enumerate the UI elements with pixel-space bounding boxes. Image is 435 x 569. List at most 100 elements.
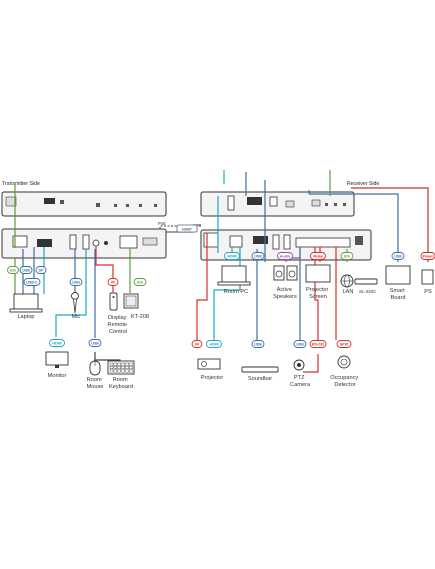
mic-label: Mic — [72, 314, 81, 320]
rx-hdmi-front-cable — [217, 170, 225, 253]
sl240c-icon — [354, 278, 378, 285]
tx-ir-tag: IR — [107, 278, 119, 286]
keyboard-key — [125, 362, 129, 366]
monitor-label: Monitor — [48, 373, 67, 379]
keyboard-key — [121, 369, 125, 373]
transmitter-side-heading: Transmitter Side — [2, 181, 40, 187]
soundbar-label: Soundbar — [248, 376, 272, 382]
rx-rs232-camera-cable — [303, 354, 319, 373]
tx-hdmi-monitor-cable — [55, 249, 87, 337]
rx-gpio-tag-pill — [336, 340, 352, 348]
rx-usb2-tag-label: USB — [394, 254, 402, 258]
keyboard-key — [129, 369, 133, 373]
rx-power-tag: Power — [420, 252, 435, 260]
poe-label: PoE — [158, 221, 166, 226]
keyboard-key — [113, 369, 118, 373]
display-remote-line-1: Display — [108, 315, 127, 321]
rx-usb2-tag: USB — [391, 252, 405, 260]
occupancy-line-1: Occupancy — [330, 375, 358, 381]
smart-board-line-2: Board — [391, 295, 406, 301]
keyboard-key — [109, 369, 114, 373]
rx-ir-tag-pill — [191, 340, 203, 348]
room-keyboard-line-1: Room — [113, 377, 128, 383]
keyboard-key — [121, 366, 125, 369]
rx-audio-tag-label: Audio — [280, 254, 291, 258]
keyboard-icon — [107, 360, 135, 375]
rx-audio-tag-pill — [277, 252, 293, 260]
rx-usb-tag-label: USB — [254, 254, 262, 258]
smart-board-line-1: Smart — [390, 288, 405, 294]
occupancy-line-2: Detector — [334, 382, 355, 388]
ptz-camera-label: PTZ Camera — [290, 375, 311, 388]
display-remote-label: Display Remote Control — [107, 315, 128, 335]
room-pc-icon — [217, 265, 251, 286]
projector-screen-label: Projector Screen — [306, 287, 330, 300]
display-remote-line-3: Control — [109, 329, 127, 335]
hdbt-label: HDBT — [182, 227, 193, 231]
tx-mic-usb-tag-label: USB — [72, 280, 80, 284]
projector-screen-line-1: Projector — [306, 287, 329, 293]
tx-eth2-tag-label: Eth — [137, 280, 143, 284]
occupancy-detector-icon — [337, 355, 351, 369]
rx-eth-tag: Eth — [340, 252, 354, 260]
rx-ir-tag: IR — [191, 340, 203, 348]
projector-label: Projector — [201, 375, 224, 381]
rx-hdmi2-cable — [213, 247, 241, 345]
rx-audio-tag: Audio — [277, 252, 293, 260]
rx-usb4-tag: USB — [293, 340, 307, 348]
display-remote-line-2: Remote — [107, 322, 127, 328]
ptz-camera-line-1: PTZ — [294, 375, 305, 381]
projector-icon — [197, 358, 221, 370]
speakers-icon — [273, 265, 298, 281]
rx-usb2-cable — [308, 190, 399, 262]
mouse-icon — [89, 360, 101, 376]
rx-hdmi-tag-pill — [224, 252, 240, 260]
active-speakers-line-2: Speakers — [273, 294, 297, 300]
tx-usbc-tag-label: USB-C — [26, 280, 38, 284]
rx-usb4-tag-pill — [293, 340, 307, 348]
tx-eth-tag-label: Eth — [10, 268, 16, 272]
lan-label: LAN — [343, 289, 354, 295]
tx-hdmi-tag-pill — [49, 339, 65, 347]
room-mouse-line-1: Room — [87, 377, 102, 383]
tx-dp-tag-label: DP — [39, 268, 45, 272]
keyboard-key — [117, 369, 122, 373]
tx-eth2-tag-pill — [133, 278, 147, 286]
kt208-label: KT-208 — [131, 314, 149, 320]
tx-usb2-tag: USB — [88, 339, 102, 347]
keyboard-key — [109, 366, 114, 369]
tx-usbc-tag-pill — [23, 278, 41, 286]
rx-relay-tag: Relay — [310, 252, 326, 260]
keyboard-key — [117, 362, 122, 366]
smart-board-icon — [385, 265, 411, 285]
projector-screen-line-2: Screen — [309, 294, 327, 300]
active-speakers-label: Active Speakers — [273, 287, 297, 300]
rx-relay-tag-label: Relay — [313, 254, 323, 258]
keyboard-key — [125, 366, 129, 369]
tx-eth-tag-pill — [7, 266, 19, 274]
keyboard-key — [113, 366, 118, 369]
rx-hdmi2-tag-label: HDMI — [209, 342, 218, 346]
lan-icon — [340, 274, 354, 288]
hdbt-tag: HDBT — [176, 224, 198, 233]
keyboard-key — [121, 362, 125, 366]
rx-rs232-tag-label: RS-232 — [312, 342, 324, 346]
rx-usb-tag: USB — [251, 252, 265, 260]
rx-hdmi2-tag-pill — [206, 340, 222, 348]
keyboard-key — [109, 362, 114, 366]
occupancy-detector-label: Occupancy Detector — [330, 375, 360, 388]
ps-label: PS — [424, 289, 432, 295]
tx-eth-tag: Eth — [7, 266, 19, 274]
rx-ir-tag-label: IR — [195, 342, 199, 346]
rx-power-tag-label: Power — [423, 254, 434, 258]
power-supply-icon — [421, 269, 434, 285]
rx-gpio-tag: GPIO — [336, 340, 352, 348]
kt208-icon — [123, 293, 139, 309]
laptop-icon — [9, 293, 43, 313]
tx-mic-usb-tag-pill — [69, 278, 83, 286]
receiver-front-panel — [200, 191, 355, 217]
tx-usb-tag-label: USB — [22, 268, 30, 272]
transmitter-rear-panel — [1, 228, 167, 259]
rx-usb3-tag: USB — [251, 340, 265, 348]
